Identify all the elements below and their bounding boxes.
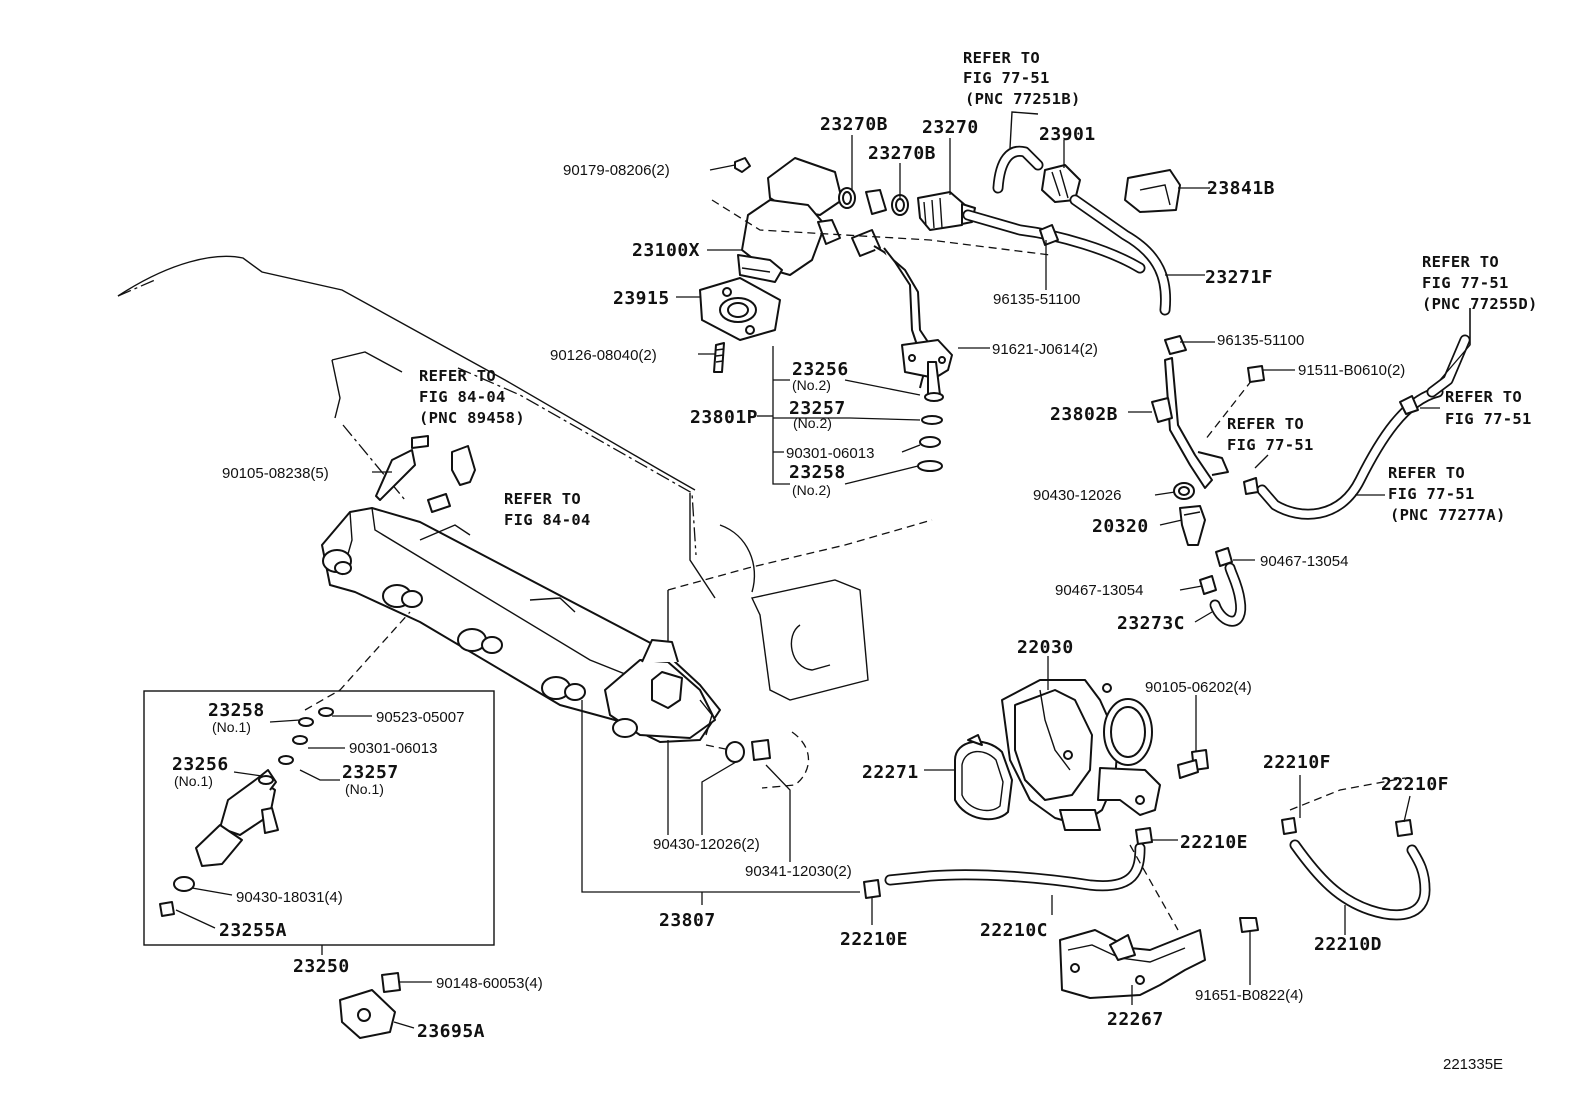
rail-sensor-and-bolts <box>375 435 771 763</box>
label-90301-06013-b: 90301-06013 <box>349 740 437 757</box>
label-91511-b0610: 91511-B0610(2) <box>1298 362 1405 379</box>
label-23915: 23915 <box>613 288 670 309</box>
refer-77-51-a-line2: FIG 77-51 <box>1445 410 1532 428</box>
label-22271: 22271 <box>862 762 919 783</box>
refer-84-04-a-line1: REFER TO <box>419 367 496 385</box>
label-22210d: 22210D <box>1314 934 1382 955</box>
label-23100x: 23100X <box>632 240 700 261</box>
label-23841b: 23841B <box>1207 178 1275 199</box>
label-90430-12026: 90430-12026 <box>1033 487 1121 504</box>
label-23255a: 23255A <box>219 920 287 941</box>
throttle-gasket <box>954 734 1013 821</box>
label-22210e-a: 22210E <box>1180 832 1248 853</box>
engine-block-outline <box>117 255 933 789</box>
label-23256-no1-sub: (No.1) <box>174 773 213 789</box>
refer-77-51-a-line1: REFER TO <box>1445 388 1522 406</box>
label-23901: 23901 <box>1039 124 1096 145</box>
label-23271f: 23271F <box>1205 267 1273 288</box>
refer-77-51-e-line3: (PNC 77277A) <box>1390 506 1506 524</box>
label-90430-12026-2: 90430-12026(2) <box>653 836 760 853</box>
label-90301-06013-a: 90301-06013 <box>786 445 874 462</box>
label-23256-no1: 23256 <box>172 754 229 775</box>
refer-77-51-d-line2: FIG 77-51 <box>1422 274 1509 292</box>
o-ring-stack <box>917 392 944 472</box>
label-23695a: 23695A <box>417 1021 485 1042</box>
label-23258-no2-sub: (No.2) <box>792 482 831 498</box>
label-23258-no2: 23258 <box>789 462 846 483</box>
label-23257-no2-sub: (No.2) <box>793 415 832 431</box>
label-23807: 23807 <box>659 910 716 931</box>
label-90430-18031: 90430-18031(4) <box>236 889 343 906</box>
throttle-body <box>1001 679 1161 831</box>
label-22210e-b: 22210E <box>840 929 908 950</box>
label-90105-08238: 90105-08238(5) <box>222 465 329 482</box>
fuel-pipe-right <box>1151 308 1471 627</box>
label-22267: 22267 <box>1107 1009 1164 1030</box>
label-22210c: 22210C <box>980 920 1048 941</box>
label-23257-no2: 23257 <box>789 398 846 419</box>
label-96135-51100-b: 96135-51100 <box>1217 332 1304 349</box>
label-90148-60053: 90148-60053(4) <box>436 975 543 992</box>
bracket-22267 <box>1059 917 1259 999</box>
label-23256-no2-sub: (No.2) <box>792 377 831 393</box>
label-23273c: 23273C <box>1117 613 1185 634</box>
refer-77-51-d-line1: REFER TO <box>1422 253 1499 271</box>
refer-77-51-b-line3: (PNC 77251B) <box>965 90 1081 108</box>
refer-77-51-b-line2: FIG 77-51 <box>963 69 1050 87</box>
label-23258-no1: 23258 <box>208 700 265 721</box>
label-23801p: 23801P <box>690 407 758 428</box>
throttle-bolt <box>1177 749 1209 779</box>
diagram-code: 221335E <box>1443 1056 1503 1073</box>
label-90105-06202: 90105-06202(4) <box>1145 679 1252 696</box>
label-23270b-a: 23270B <box>820 114 888 135</box>
refer-84-04-b-line1: REFER TO <box>504 490 581 508</box>
label-23257-no1: 23257 <box>342 762 399 783</box>
leader-lines <box>175 135 1471 1029</box>
label-90523-05007: 90523-05007 <box>376 709 464 726</box>
label-90467-13054-a: 90467-13054 <box>1260 553 1348 570</box>
water-bypass-hoses <box>863 777 1431 931</box>
label-90467-13054-b: 90467-13054 <box>1055 582 1143 599</box>
label-91651-b0822: 91651-B0822(4) <box>1195 987 1303 1004</box>
label-22030: 22030 <box>1017 637 1074 658</box>
pulsation-damper-parts <box>838 187 976 399</box>
injector-assembly-box <box>143 611 495 946</box>
label-23270: 23270 <box>922 117 979 138</box>
label-22210f-a: 22210F <box>1263 752 1331 773</box>
label-90179-08206: 90179-08206(2) <box>563 162 670 179</box>
injector-holder-parts <box>339 972 401 1039</box>
label-91621-j0614: 91621-J0614(2) <box>992 341 1098 358</box>
refer-84-04-a-line2: FIG 84-04 <box>419 388 506 406</box>
label-23250: 23250 <box>293 956 350 977</box>
label-22210f-b: 22210F <box>1381 774 1449 795</box>
fuel-delivery-pipe <box>321 507 721 743</box>
refer-77-51-d-line3: (PNC 77255D) <box>1422 295 1538 313</box>
refer-84-04-b-line2: FIG 84-04 <box>504 511 591 529</box>
refer-77-51-c-line1: REFER TO <box>1227 415 1304 433</box>
fuel-pump-assembly <box>699 157 843 373</box>
label-90341-12030: 90341-12030(2) <box>745 863 852 880</box>
refer-77-51-e-line1: REFER TO <box>1388 464 1465 482</box>
label-23257-no1-sub: (No.1) <box>345 781 384 797</box>
label-23256-no2: 23256 <box>792 359 849 380</box>
label-23270b-b: 23270B <box>868 143 936 164</box>
refer-77-51-b-line1: REFER TO <box>963 49 1040 67</box>
refer-77-51-c-line2: FIG 77-51 <box>1227 436 1314 454</box>
part-labels: REFER TO FIG 77-51 (PNC 77251B) REFER TO… <box>172 49 1538 1073</box>
label-23258-no1-sub: (No.1) <box>212 719 251 735</box>
label-96135-51100-a: 96135-51100 <box>993 291 1080 308</box>
refer-77-51-e-line2: FIG 77-51 <box>1388 485 1475 503</box>
vacuum-hoses-top <box>711 111 1187 355</box>
refer-84-04-a-line3: (PNC 89458) <box>419 409 525 427</box>
label-90126-08040: 90126-08040(2) <box>550 347 657 364</box>
label-20320: 20320 <box>1092 516 1149 537</box>
label-23802b: 23802B <box>1050 404 1118 425</box>
